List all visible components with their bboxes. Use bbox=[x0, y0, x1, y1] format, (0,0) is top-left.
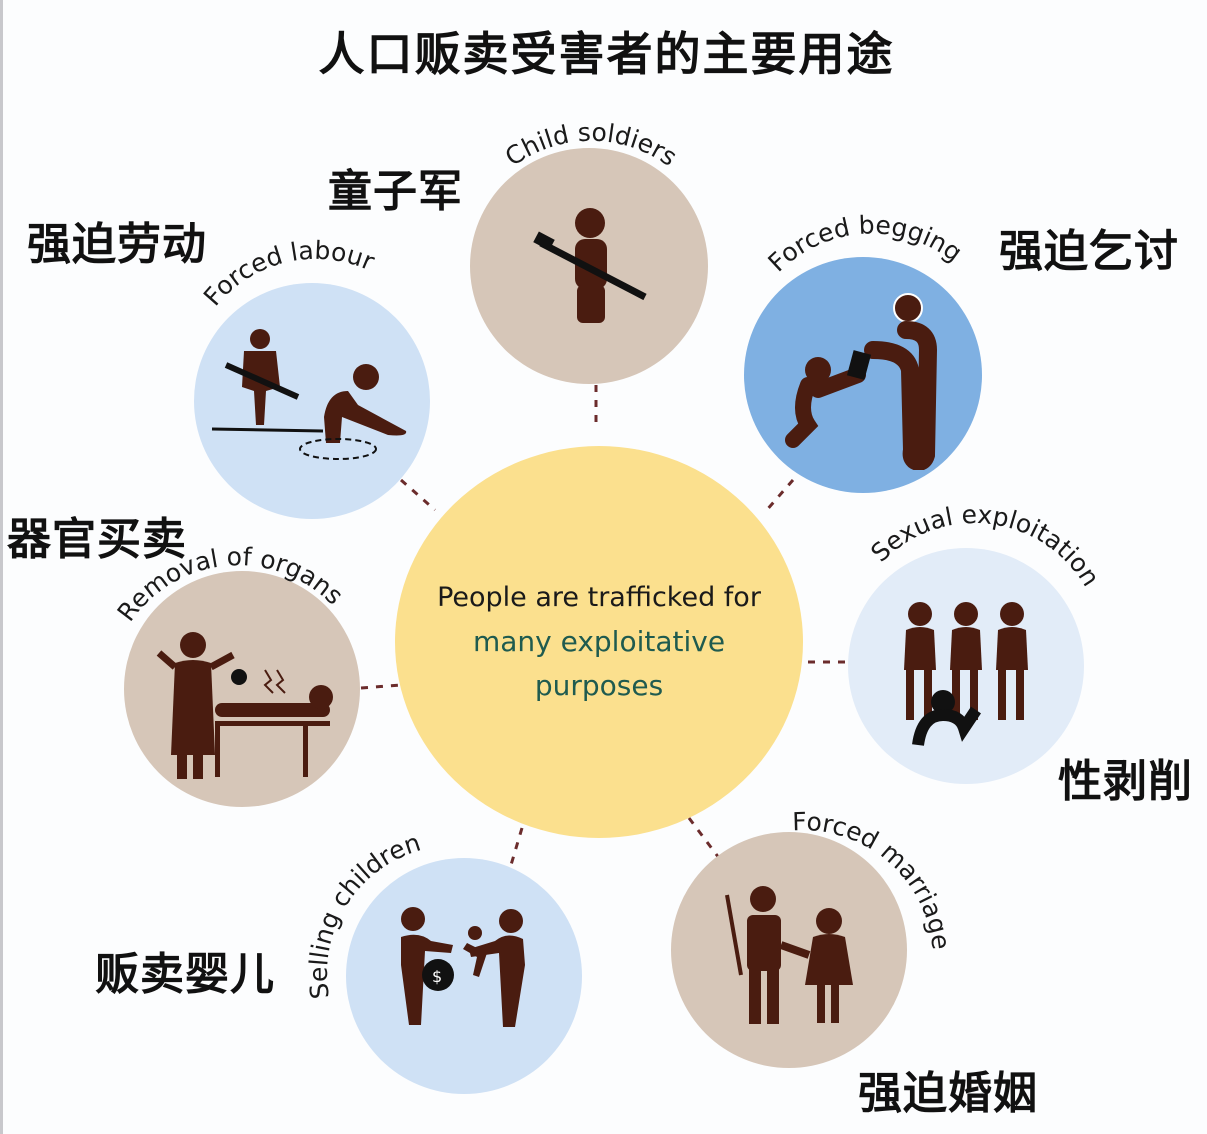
zh-label-child-soldiers: 童子军 bbox=[328, 166, 463, 217]
sexual-exploitation-icon bbox=[904, 602, 1028, 747]
begging-icon bbox=[785, 293, 938, 470]
dollar-sign-icon: $ bbox=[432, 967, 442, 986]
forced-marriage-icon bbox=[725, 886, 853, 1024]
svg-text:Forced begging: Forced begging bbox=[763, 210, 968, 277]
svg-text:Forced labour: Forced labour bbox=[198, 236, 379, 312]
zh-label-forced-begging: 强迫乞讨 bbox=[999, 226, 1179, 277]
zh-label-forced-marriage: 强迫婚姻 bbox=[858, 1068, 1038, 1119]
label-removal-of-organs: Removal of organs bbox=[112, 542, 349, 627]
label-sexual-exploitation: Sexual exploitation bbox=[865, 500, 1105, 592]
center-text-line3: purposes bbox=[534, 669, 664, 702]
center-circle: People are trafficked for many exploitat… bbox=[395, 446, 803, 838]
center-text-line2: many exploitative bbox=[472, 625, 726, 658]
svg-text:Child soldiers: Child soldiers bbox=[500, 118, 682, 172]
forced-labour-icon bbox=[211, 329, 407, 460]
zh-label-removal-of-organs: 器官买卖 bbox=[7, 514, 187, 565]
center-text-line1: People are trafficked for bbox=[437, 582, 761, 613]
label-child-soldiers: Child soldiers bbox=[500, 118, 682, 172]
zh-label-sexual-exploitation: 性剥削 bbox=[1058, 756, 1193, 807]
page-title: 人口贩卖受害者的主要用途 bbox=[318, 27, 895, 81]
connector-lines bbox=[360, 385, 848, 866]
child-soldier-icon bbox=[533, 208, 647, 323]
selling-children-icon: $ bbox=[401, 907, 525, 1027]
zh-label-selling-children: 贩卖婴儿 bbox=[95, 949, 275, 1000]
purpose-selling-children bbox=[346, 858, 582, 1094]
label-forced-labour: Forced labour bbox=[198, 236, 379, 312]
zh-label-forced-labour: 强迫劳动 bbox=[27, 219, 207, 270]
organ-removal-icon bbox=[156, 632, 333, 779]
label-forced-begging: Forced begging bbox=[763, 210, 968, 277]
purpose-forced-labour bbox=[194, 283, 430, 519]
svg-text:Sexual exploitation: Sexual exploitation bbox=[865, 500, 1105, 592]
